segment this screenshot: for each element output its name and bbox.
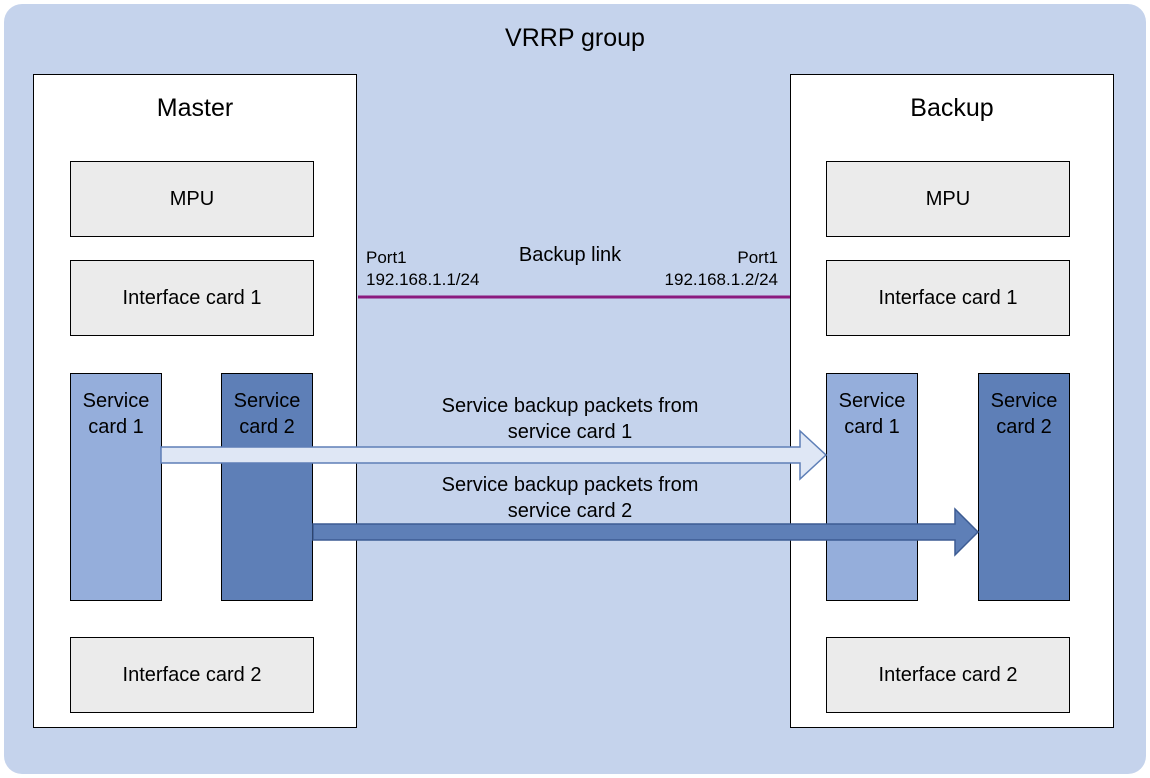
flow-1-label-line1: Service backup packets from — [441, 395, 699, 417]
master-service-card-1-line2: card 1 — [88, 416, 144, 438]
master-service-card-2: Service card 2 — [221, 373, 313, 601]
master-service-card-2-line1: Service — [233, 390, 301, 412]
backup-link-label: Backup link — [518, 244, 622, 266]
master-service-card-2-line2: card 2 — [239, 416, 295, 438]
backup-title: Backup — [910, 94, 994, 122]
service-card-1-flow-arrow — [160, 429, 828, 481]
master-interface-card-1: Interface card 1 — [70, 260, 314, 336]
right-port-label: Port1 — [737, 248, 778, 267]
vrrp-group-title: VRRP group — [505, 24, 645, 52]
flow-1-label: Service backup packets from service card… — [358, 393, 782, 445]
backup-service-card-1-line2: card 1 — [844, 416, 900, 438]
right-ip-label: 192.168.1.2/24 — [664, 270, 778, 289]
backup-service-card-2-line2: card 2 — [996, 416, 1052, 438]
backup-interface-card-1: Interface card 1 — [826, 260, 1070, 336]
master-title: Master — [156, 94, 234, 122]
master-mpu: MPU — [70, 161, 314, 237]
master-interface-card-2: Interface card 2 — [70, 637, 314, 713]
service-card-2-flow-arrow — [312, 507, 980, 557]
left-ip-label: 192.168.1.1/24 — [366, 270, 480, 289]
flow-2-label-line1: Service backup packets from — [441, 474, 699, 496]
flow-2-label-line2: service card 2 — [507, 500, 633, 522]
backup-service-card-2: Service card 2 — [978, 373, 1070, 601]
backup-service-card-1-line1: Service — [838, 390, 906, 412]
backup-mpu: MPU — [826, 161, 1070, 237]
backup-service-card-2-line1: Service — [990, 390, 1058, 412]
left-port-label: Port1 — [366, 248, 407, 267]
backup-service-card-1: Service card 1 — [826, 373, 918, 601]
flow-2-label: Service backup packets from service card… — [358, 472, 782, 524]
master-service-card-1-line1: Service — [82, 390, 150, 412]
flow-1-label-line2: service card 1 — [507, 421, 633, 443]
backup-interface-card-2: Interface card 2 — [826, 637, 1070, 713]
master-service-card-1: Service card 1 — [70, 373, 162, 601]
